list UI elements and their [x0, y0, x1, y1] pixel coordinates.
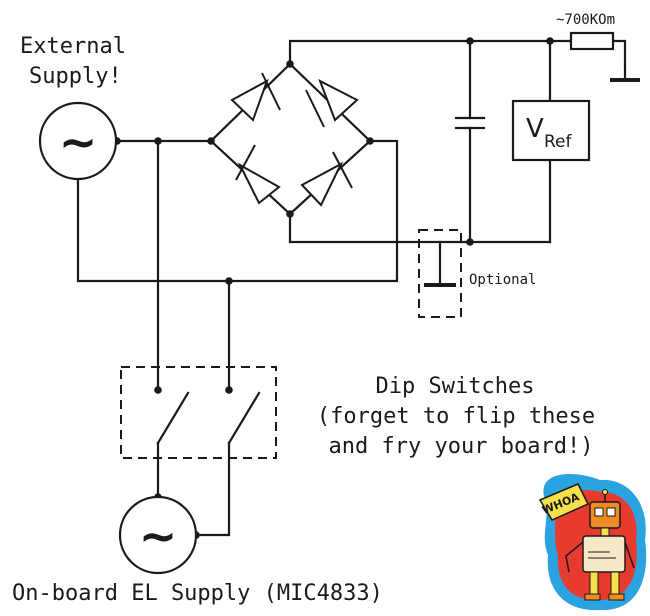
- external-supply-label-line1: External: [20, 34, 126, 59]
- vref-box: V Ref: [511, 99, 591, 162]
- diode-icon: [305, 78, 359, 128]
- optional-ground: Optional: [418, 229, 536, 318]
- dip-label-line1: Dip Switches: [376, 374, 535, 399]
- external-ac-source: ~: [38, 101, 118, 181]
- onboard-ac-source: ~: [118, 495, 198, 575]
- robot-mascot-icon: WHOA: [538, 474, 647, 611]
- vref-subscript: Ref: [544, 132, 573, 152]
- bridge-rectifier: [209, 62, 372, 216]
- resistor-value-label: ~700KOm: [556, 12, 615, 28]
- capacitor-icon: [454, 116, 486, 130]
- diode-icon: [230, 72, 281, 122]
- vref-label: V: [526, 114, 544, 144]
- dip-switches: [120, 366, 277, 459]
- optional-label: Optional: [469, 272, 536, 288]
- switch-icon: [227, 391, 261, 445]
- wires: [76, 39, 627, 537]
- dip-label-line3: and fry your board!): [329, 434, 594, 459]
- ground-icon: [610, 64, 640, 82]
- dip-label-line2: (forget to flip these: [317, 404, 595, 429]
- switch-icon: [156, 391, 190, 445]
- diode-icon: [235, 144, 281, 205]
- ac-source-icon: ~: [59, 115, 98, 169]
- ac-source-icon: ~: [139, 509, 178, 563]
- onboard-supply-label: On-board EL Supply (MIC4833): [12, 581, 383, 606]
- diode-icon: [300, 151, 353, 207]
- external-supply-label-line2: Supply!: [29, 64, 122, 89]
- resistor-icon: [569, 31, 615, 51]
